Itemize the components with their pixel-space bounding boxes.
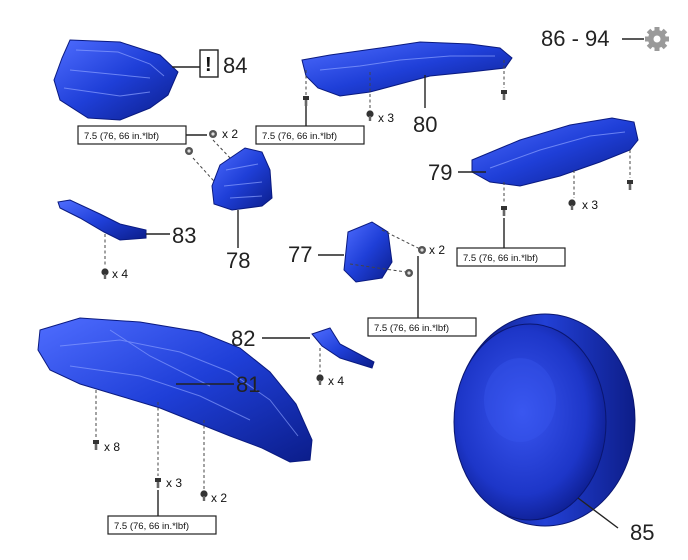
part-number-80[interactable]: 80 — [413, 112, 437, 137]
nut-78 — [209, 130, 217, 138]
leader-85 — [577, 497, 619, 529]
bolt-80-left — [303, 96, 309, 106]
part-85-spare-tire[interactable] — [453, 313, 636, 527]
part-83-strip[interactable] — [57, 199, 147, 241]
torque-text-80: 7.5 (76, 66 in.*lbf) — [262, 131, 337, 142]
part-80-upper-cover[interactable] — [301, 41, 513, 97]
qty-79-clips: x 3 — [582, 198, 598, 212]
bolt-81-left — [93, 440, 99, 450]
gear-icon[interactable] — [645, 27, 669, 51]
nut-77-lower — [405, 269, 413, 277]
qty-81-bolts-a: x 8 — [104, 440, 120, 454]
caution-icon — [199, 49, 219, 78]
part-81-engine-undercover[interactable] — [37, 317, 313, 463]
qty-81-clips: x 2 — [211, 491, 227, 505]
part-82-strip[interactable] — [311, 327, 375, 369]
part-77-shield[interactable] — [343, 221, 393, 283]
bolt-81-mid — [155, 478, 161, 488]
clip-82 — [316, 374, 324, 385]
qty-78-nuts: x 2 — [222, 127, 238, 141]
bolt-79-left — [501, 206, 507, 216]
part-number-83[interactable]: 83 — [172, 223, 196, 248]
part-number-86-94[interactable]: 86 - 94 — [541, 26, 610, 51]
part-number-85[interactable]: 85 — [630, 520, 654, 545]
torque-spec-80 — [255, 125, 365, 145]
torque-text-77: 7.5 (76, 66 in.*lbf) — [374, 323, 449, 334]
torque-text-78: 7.5 (76, 66 in.*lbf) — [84, 131, 159, 142]
clip-81 — [200, 490, 208, 501]
nut-77 — [418, 246, 426, 254]
torque-spec-77 — [367, 317, 477, 337]
torque-text-79: 7.5 (76, 66 in.*lbf) — [463, 253, 538, 264]
qty-82-clips: x 4 — [328, 374, 344, 388]
part-number-84[interactable]: 84 — [223, 53, 247, 78]
qty-81-bolts-b: x 3 — [166, 476, 182, 490]
part-79-rear-undercover[interactable] — [471, 117, 639, 187]
clip-79 — [568, 199, 576, 210]
torque-text-81: 7.5 (76, 66 in.*lbf) — [114, 521, 189, 532]
bolt-80-right — [501, 90, 507, 100]
torque-spec-81 — [107, 515, 217, 535]
part-number-81[interactable]: 81 — [236, 372, 260, 397]
part-84-engine-cover[interactable] — [53, 39, 179, 121]
clip-80 — [366, 110, 374, 121]
caution-mark: ! — [205, 54, 212, 76]
bolt-79-right — [627, 180, 633, 190]
part-number-77[interactable]: 77 — [288, 242, 312, 267]
part-78-bracket[interactable] — [211, 147, 273, 211]
clip-83 — [101, 268, 109, 279]
qty-80-clips: x 3 — [378, 111, 394, 125]
torque-spec-79 — [456, 247, 566, 267]
part-number-78[interactable]: 78 — [226, 248, 250, 273]
qty-77-nuts: x 2 — [429, 243, 445, 257]
part-number-79[interactable]: 79 — [428, 160, 452, 185]
nut-78-lower — [185, 147, 193, 155]
qty-83-clips: x 4 — [112, 267, 128, 281]
